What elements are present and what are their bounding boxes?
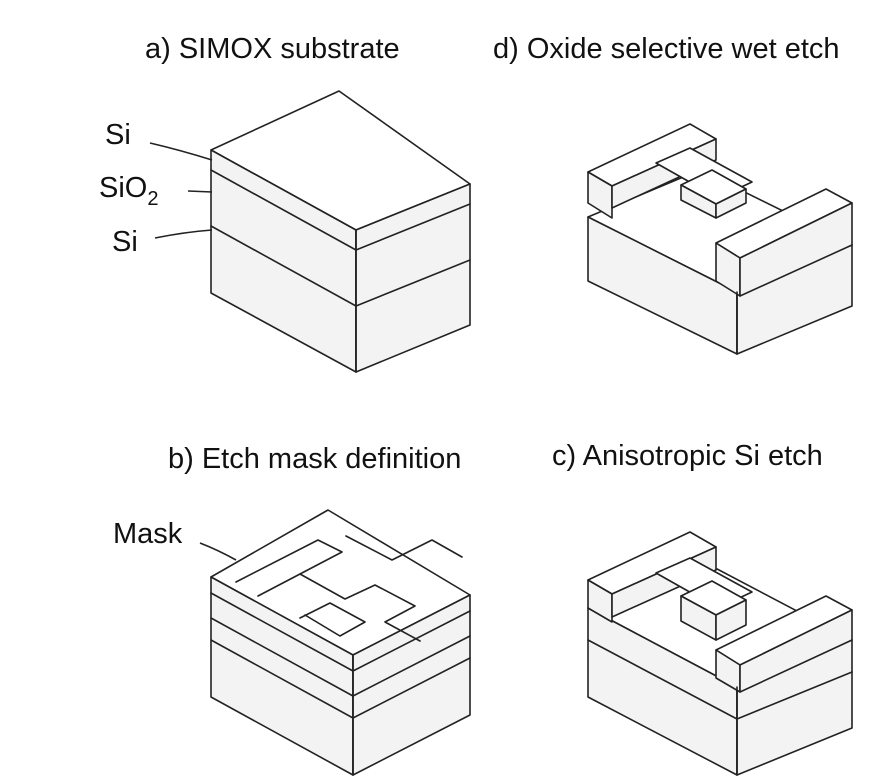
panel-b-mask-block (210, 509, 471, 776)
panel-a-layer-labels: Si SiO2 Si (99, 119, 213, 258)
cross-center-front (715, 188, 747, 219)
c-beam-left-end (587, 579, 613, 623)
c-beam-right-side (739, 609, 853, 693)
label-si-top: Si (105, 119, 131, 151)
leader-mask (199, 542, 237, 561)
beam-left-end (587, 171, 613, 219)
panel-c-si-etch-block (587, 531, 853, 776)
title-panel-a: a) SIMOX substrate (145, 33, 400, 65)
c-cross-center-front (715, 599, 747, 641)
leader-sio2 (187, 190, 213, 193)
panel-a-substrate-block (210, 90, 471, 373)
label-mask: Mask (113, 518, 183, 550)
mask-opening-outline (235, 539, 421, 642)
beam-right-side (739, 202, 853, 297)
leader-si-bottom (154, 229, 213, 239)
title-panel-b: b) Etch mask definition (168, 443, 461, 475)
label-si-bottom: Si (112, 226, 138, 258)
label-sio2: SiO2 (99, 172, 158, 210)
mask-cross-outline (257, 573, 366, 637)
panel-b-mask-label: Mask (113, 518, 237, 561)
title-panel-c: c) Anisotropic Si etch (552, 440, 823, 472)
mask-rear-outline (345, 535, 463, 561)
panel-d-wet-etch-block (587, 123, 853, 355)
title-panel-d: d) Oxide selective wet etch (493, 33, 840, 65)
leader-si-top (149, 142, 213, 161)
